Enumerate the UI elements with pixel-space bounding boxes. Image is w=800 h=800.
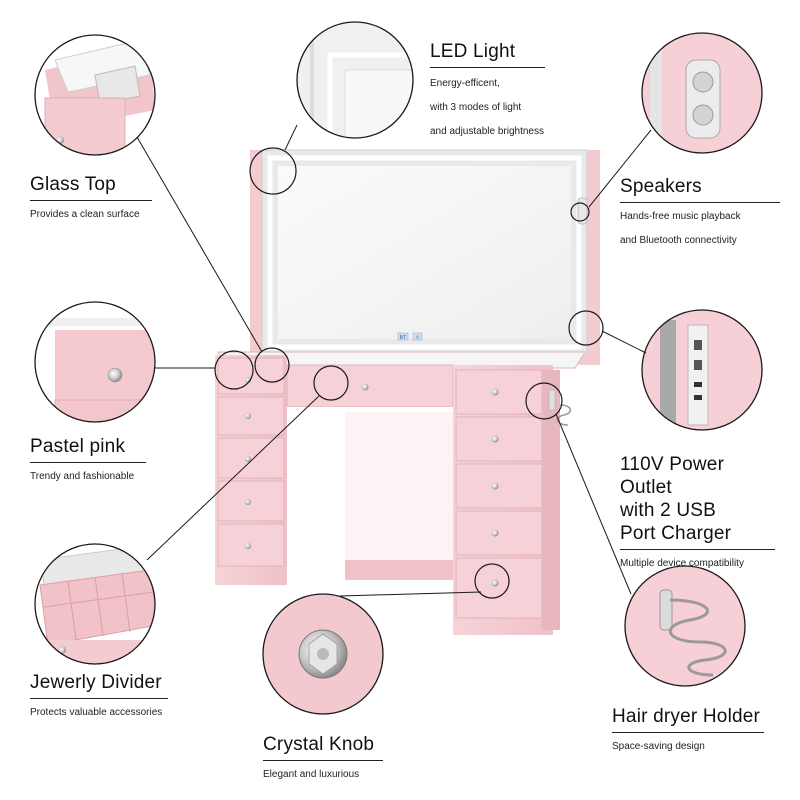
- zoom-crystal-knob: [262, 593, 384, 715]
- feature-jewelry-divider: Jewerly Divider Protects valuable access…: [30, 671, 168, 725]
- feature-title: 110V Power Outlet with 2 USB Port Charge…: [620, 453, 775, 550]
- feature-desc: Trendy and fashionable: [30, 471, 135, 482]
- feature-led-light: LED Light Energy-efficent, with 3 modes …: [430, 40, 545, 144]
- center-drawer: [286, 364, 454, 408]
- feature-title: Crystal Knob: [263, 733, 383, 761]
- target-glass: [254, 347, 290, 383]
- touch-button-bt-label: BT: [400, 335, 406, 341]
- speaker-grill-top: [692, 71, 714, 93]
- feature-title: Hair dryer Holder: [612, 705, 764, 733]
- touch-button-light[interactable]: [412, 332, 423, 341]
- crystal-knob-small: [107, 367, 123, 383]
- feature-desc: Elegant and luxurious: [263, 769, 360, 780]
- feature-speakers: Speakers Hands-free music playback and B…: [620, 175, 780, 253]
- feature-title: LED Light: [430, 40, 545, 68]
- target-pastel: [214, 350, 254, 390]
- feature-desc: Multiple device compatibility: [620, 558, 744, 569]
- touch-button-light-label: ☼: [415, 335, 419, 341]
- zoom-led-light: [296, 21, 414, 139]
- target-jewelry: [313, 365, 349, 401]
- feature-desc: Provides a clean surface: [30, 209, 140, 220]
- feature-hair-dryer-holder: Hair dryer Holder Space-saving design: [612, 705, 764, 759]
- target-circles: [214, 147, 604, 599]
- feature-power-outlet: 110V Power Outlet with 2 USB Port Charge…: [620, 453, 775, 576]
- zoom-hair-dryer-holder: [624, 565, 746, 687]
- speaker-grill-bottom: [692, 104, 714, 126]
- feature-title: Jewerly Divider: [30, 671, 168, 699]
- zoom-speakers: [641, 32, 763, 154]
- feature-title: Glass Top: [30, 173, 152, 201]
- target-led: [249, 147, 297, 195]
- zoom-pastel-pink: [34, 301, 156, 423]
- feature-desc: Energy-efficent, with 3 modes of light a…: [430, 78, 544, 137]
- zoom-power-outlet: [641, 309, 763, 431]
- vanity-table: BT ☼: [215, 149, 600, 635]
- target-speaker: [570, 202, 590, 222]
- feature-title: Speakers: [620, 175, 780, 203]
- target-crystal: [474, 563, 510, 599]
- feature-pastel-pink: Pastel pink Trendy and fashionable: [30, 435, 146, 489]
- led-light-strip: [267, 155, 582, 350]
- zoom-jewelry-divider: [34, 543, 156, 665]
- target-hairdryer: [525, 382, 563, 420]
- side-power-outlet: [548, 389, 556, 411]
- feature-desc: Protects valuable accessories: [30, 707, 163, 718]
- touch-button-bt[interactable]: [397, 332, 409, 341]
- connector-lines: [136, 124, 652, 597]
- feature-glass-top: Glass Top Provides a clean surface: [30, 173, 152, 227]
- feature-desc: Hands-free music playback and Bluetooth …: [620, 211, 741, 246]
- feature-crystal-knob: Crystal Knob Elegant and luxurious: [263, 733, 383, 787]
- feature-desc: Space-saving design: [612, 741, 705, 752]
- target-outlet: [568, 310, 604, 346]
- zoom-glass-top: [34, 34, 156, 156]
- feature-title: Pastel pink: [30, 435, 146, 463]
